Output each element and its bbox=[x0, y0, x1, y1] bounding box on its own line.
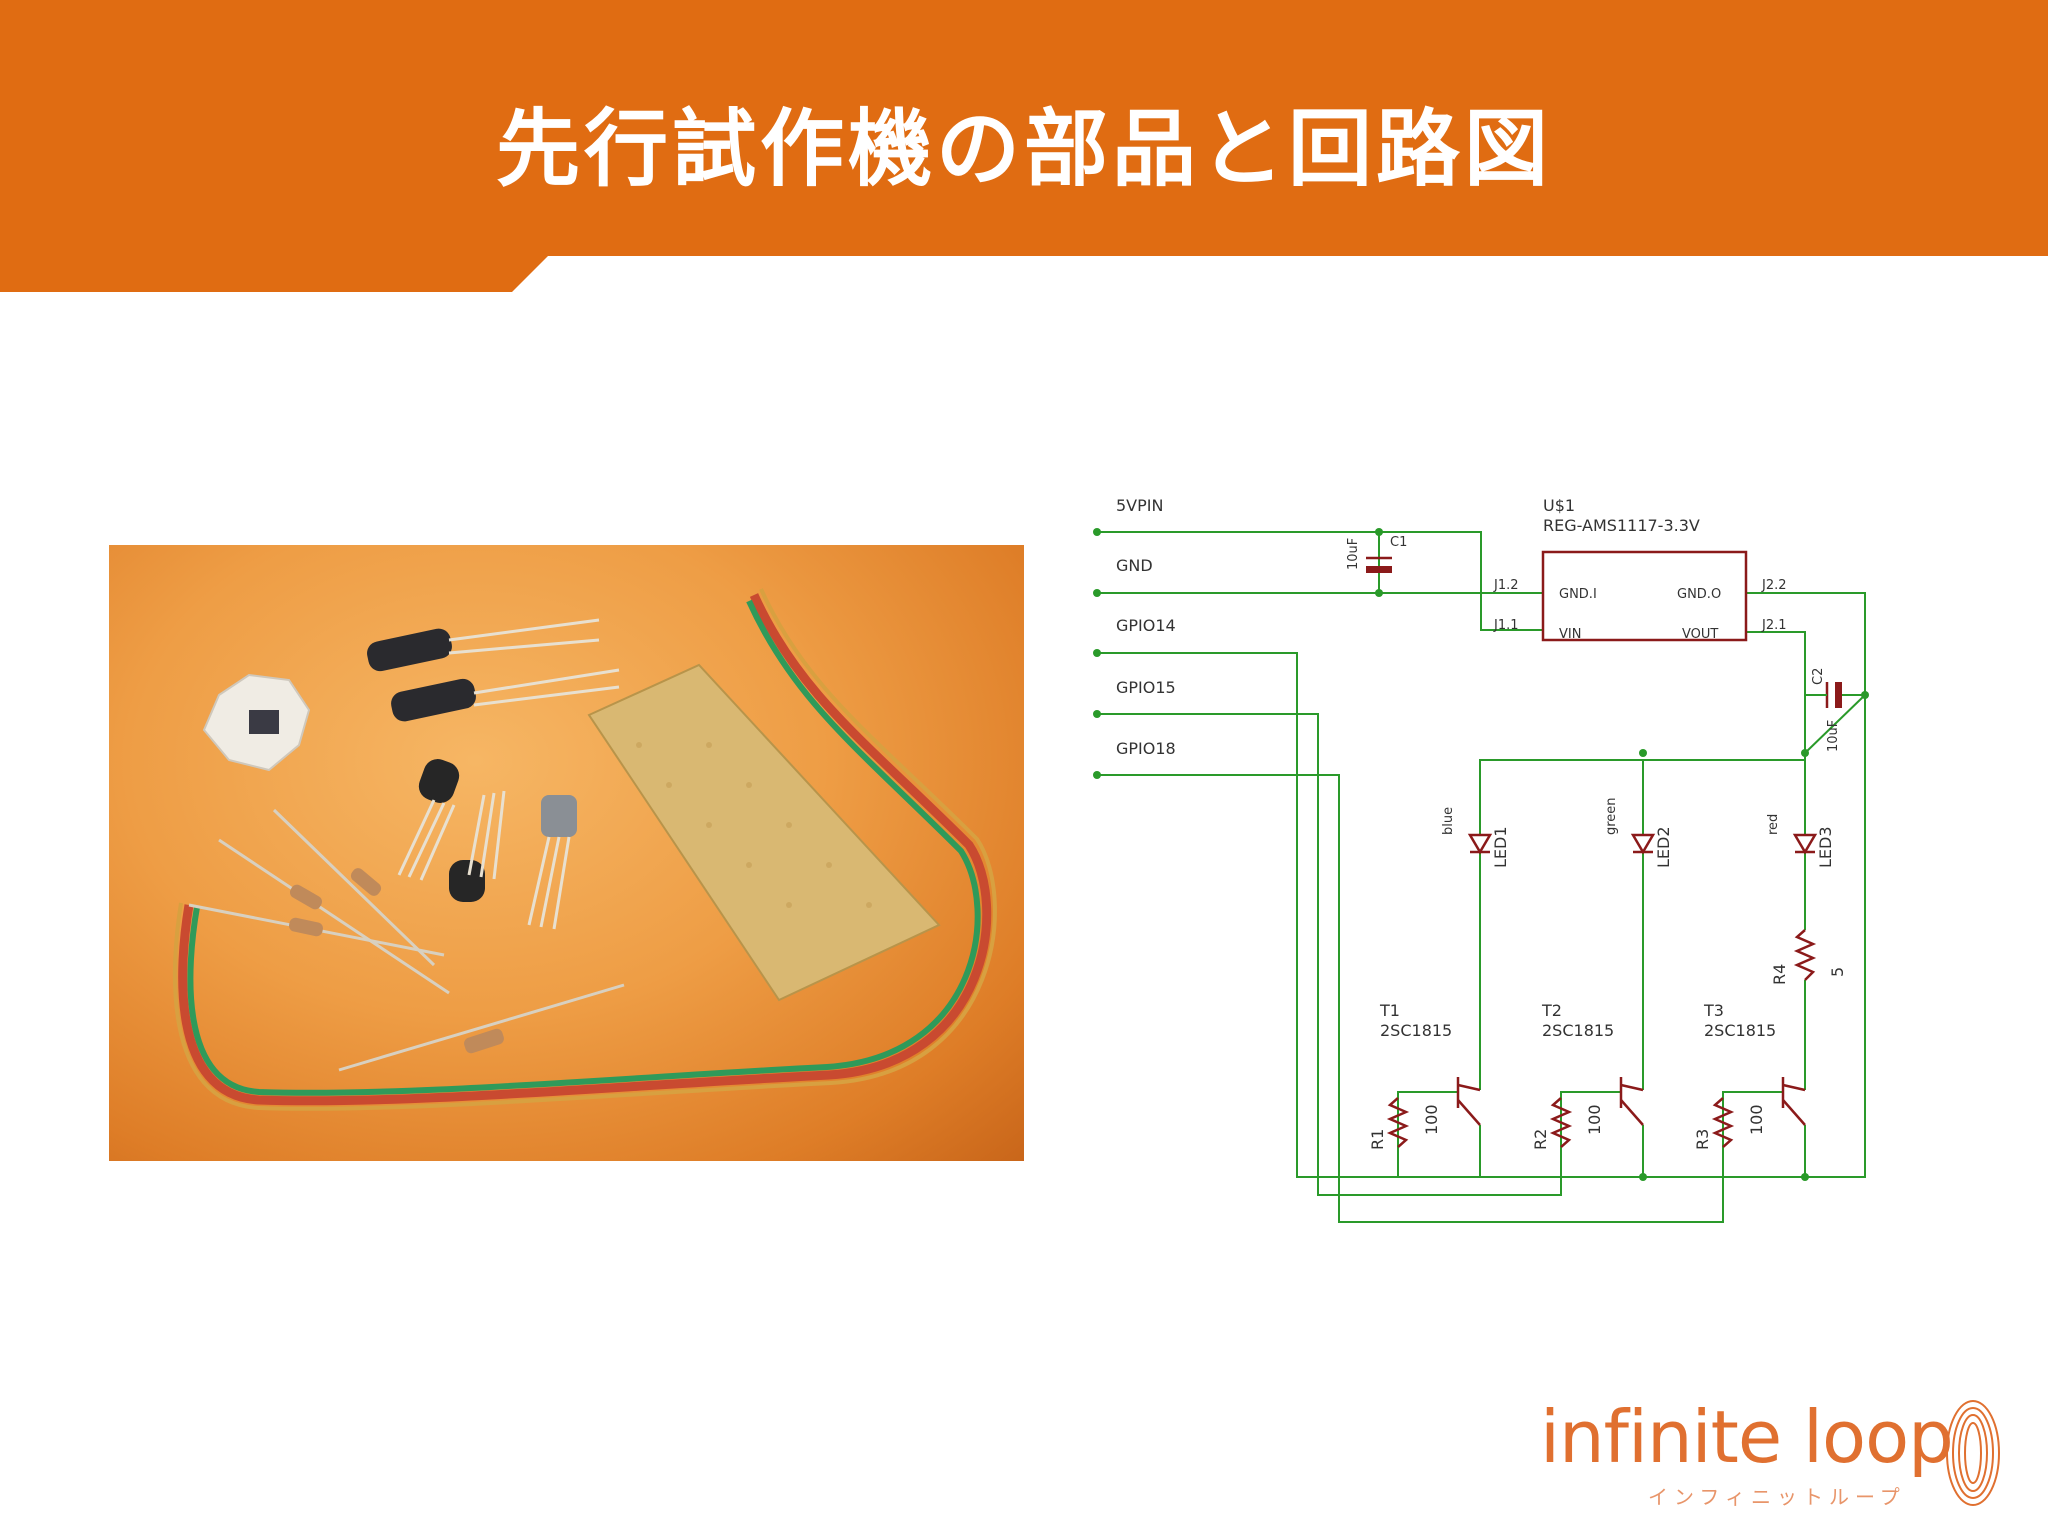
resistor-r4: R4 5 bbox=[1770, 929, 1847, 985]
led3-name: LED3 bbox=[1816, 826, 1835, 868]
resistor-r1: R1 100 bbox=[1368, 1097, 1441, 1150]
r3-name: R3 bbox=[1693, 1129, 1712, 1150]
regulator-vin: VIN bbox=[1559, 627, 1581, 642]
regulator-vout: VOUT bbox=[1682, 627, 1718, 642]
logo-subtitle: インフィニットループ bbox=[1648, 1485, 1906, 1509]
pin-gnd-label: GND bbox=[1116, 556, 1153, 575]
r3-value: 100 bbox=[1747, 1104, 1766, 1135]
infinite-loop-logo: infinite loop インフィニットループ bbox=[1540, 1395, 2010, 1515]
r1-value: 100 bbox=[1422, 1104, 1441, 1135]
t2-part: 2SC1815 bbox=[1542, 1021, 1614, 1040]
transistor-t3: T3 2SC1815 bbox=[1703, 1001, 1806, 1126]
regulator-j22: J2.2 bbox=[1761, 578, 1787, 593]
regulator-j11: J1.1 bbox=[1493, 618, 1519, 633]
c2-name: C2 bbox=[1811, 668, 1826, 685]
schematic-svg: 5VPIN GND GPIO14 GPIO15 GPIO18 bbox=[1093, 496, 1869, 1223]
t1-part: 2SC1815 bbox=[1380, 1021, 1452, 1040]
capacitor-c1: C1 10uF bbox=[1346, 535, 1407, 573]
led3-color: red bbox=[1766, 814, 1781, 835]
c1-value: 10uF bbox=[1346, 538, 1361, 570]
slide-title: 先行試作機の部品と回路図 bbox=[495, 100, 1552, 198]
regulator-name: U$1 bbox=[1543, 496, 1575, 515]
wires bbox=[1097, 531, 1866, 1223]
pin-gpio15-label: GPIO15 bbox=[1116, 678, 1176, 697]
regulator-gnd-out: GND.O bbox=[1677, 587, 1721, 602]
r2-name: R2 bbox=[1531, 1129, 1550, 1150]
circuit-schematic: 5VPIN GND GPIO14 GPIO15 GPIO18 bbox=[1085, 480, 1905, 1240]
parts-photo bbox=[109, 545, 1024, 1161]
r4-name: R4 bbox=[1770, 964, 1789, 985]
resistor-r3: R3 100 bbox=[1693, 1097, 1766, 1150]
led1-name: LED1 bbox=[1491, 826, 1510, 868]
t2-name: T2 bbox=[1541, 1001, 1562, 1020]
led1-color: blue bbox=[1441, 807, 1456, 835]
header-band bbox=[0, 0, 2048, 292]
t3-part: 2SC1815 bbox=[1704, 1021, 1776, 1040]
regulator-part: REG-AMS1117-3.3V bbox=[1543, 516, 1700, 535]
regulator-j21: J2.1 bbox=[1761, 618, 1787, 633]
pin-gpio14-label: GPIO14 bbox=[1116, 616, 1176, 635]
regulator-box bbox=[1541, 550, 1748, 642]
led2: green LED2 bbox=[1604, 797, 1673, 868]
logo-wordmark: infinite loop bbox=[1540, 1395, 1954, 1479]
r2-value: 100 bbox=[1585, 1104, 1604, 1135]
regulator-j12: J1.2 bbox=[1493, 578, 1519, 593]
t1-name: T1 bbox=[1379, 1001, 1400, 1020]
pin-gpio18-label: GPIO18 bbox=[1116, 739, 1176, 758]
pin-5vpin-label: 5VPIN bbox=[1116, 496, 1163, 515]
led2-color: green bbox=[1604, 797, 1619, 835]
header-shape bbox=[0, 0, 2048, 292]
junctions bbox=[1093, 528, 1869, 1181]
led1: blue LED1 bbox=[1441, 807, 1510, 868]
transistor-t2: T2 2SC1815 bbox=[1541, 1001, 1644, 1126]
parts-illustration bbox=[172, 588, 997, 1111]
transistor-t1: T1 2SC1815 bbox=[1379, 1001, 1481, 1126]
resistor-r2: R2 100 bbox=[1531, 1097, 1604, 1150]
capacitor-c2: C2 10uF bbox=[1805, 668, 1865, 752]
led2-name: LED2 bbox=[1654, 826, 1673, 868]
r1-name: R1 bbox=[1368, 1129, 1387, 1150]
loop-mark-icon bbox=[1946, 1400, 2000, 1506]
t3-name: T3 bbox=[1703, 1001, 1724, 1020]
c1-name: C1 bbox=[1390, 535, 1407, 550]
r4-value: 5 bbox=[1828, 967, 1847, 977]
regulator-gnd-in: GND.I bbox=[1559, 587, 1597, 602]
led3: red LED3 bbox=[1766, 814, 1835, 868]
c2-value: 10uF bbox=[1826, 720, 1841, 752]
